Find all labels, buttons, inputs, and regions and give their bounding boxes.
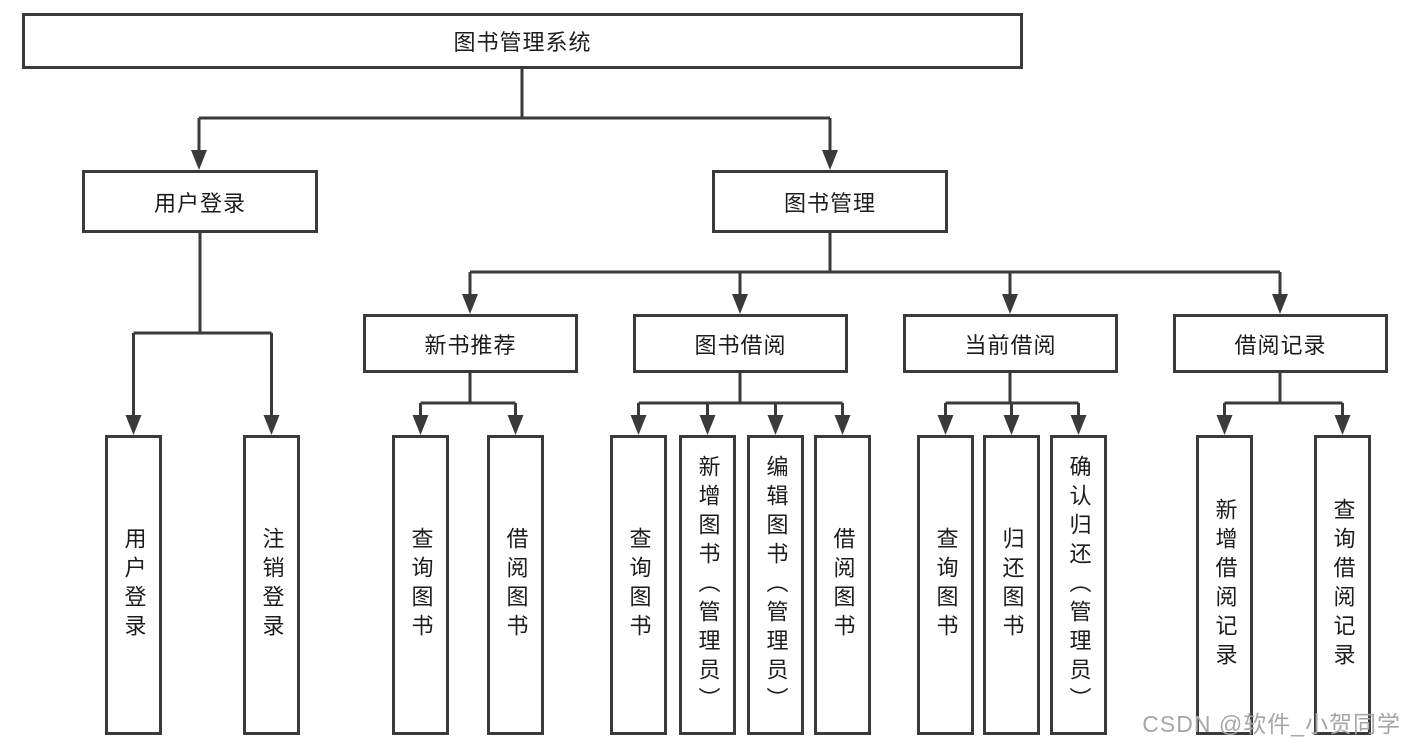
leaf-return-book: 归还图书 xyxy=(983,435,1040,735)
leaf-confirm-return-admin: 确认归还（管理员） xyxy=(1050,435,1107,735)
node-new-book-recommend: 新书推荐 xyxy=(363,314,578,373)
leaf-borrow-books: 借阅图书 xyxy=(814,435,871,735)
node-user-login-branch: 用户登录 xyxy=(82,170,318,233)
node-current-borrow: 当前借阅 xyxy=(903,314,1118,373)
leaf-query-books-current: 查询图书 xyxy=(917,435,974,735)
leaf-add-borrow-record: 新增借阅记录 xyxy=(1196,435,1253,735)
leaf-add-book-admin: 新增图书（管理员） xyxy=(679,435,736,735)
leaf-user-login: 用户登录 xyxy=(105,435,162,735)
leaf-query-borrow-record: 查询借阅记录 xyxy=(1314,435,1371,735)
leaf-logout: 注销登录 xyxy=(243,435,300,735)
leaf-query-books-recommend: 查询图书 xyxy=(392,435,449,735)
leaf-query-books-borrow: 查询图书 xyxy=(610,435,667,735)
node-book-borrow: 图书借阅 xyxy=(633,314,848,373)
leaf-edit-book-admin: 编辑图书（管理员） xyxy=(747,435,804,735)
leaf-borrow-books-recommend: 借阅图书 xyxy=(487,435,544,735)
csdn-watermark: CSDN @软件_小贺同学 xyxy=(1142,711,1401,737)
node-library-system: 图书管理系统 xyxy=(22,13,1023,69)
node-book-management: 图书管理 xyxy=(712,170,948,233)
node-borrow-records: 借阅记录 xyxy=(1173,314,1388,373)
